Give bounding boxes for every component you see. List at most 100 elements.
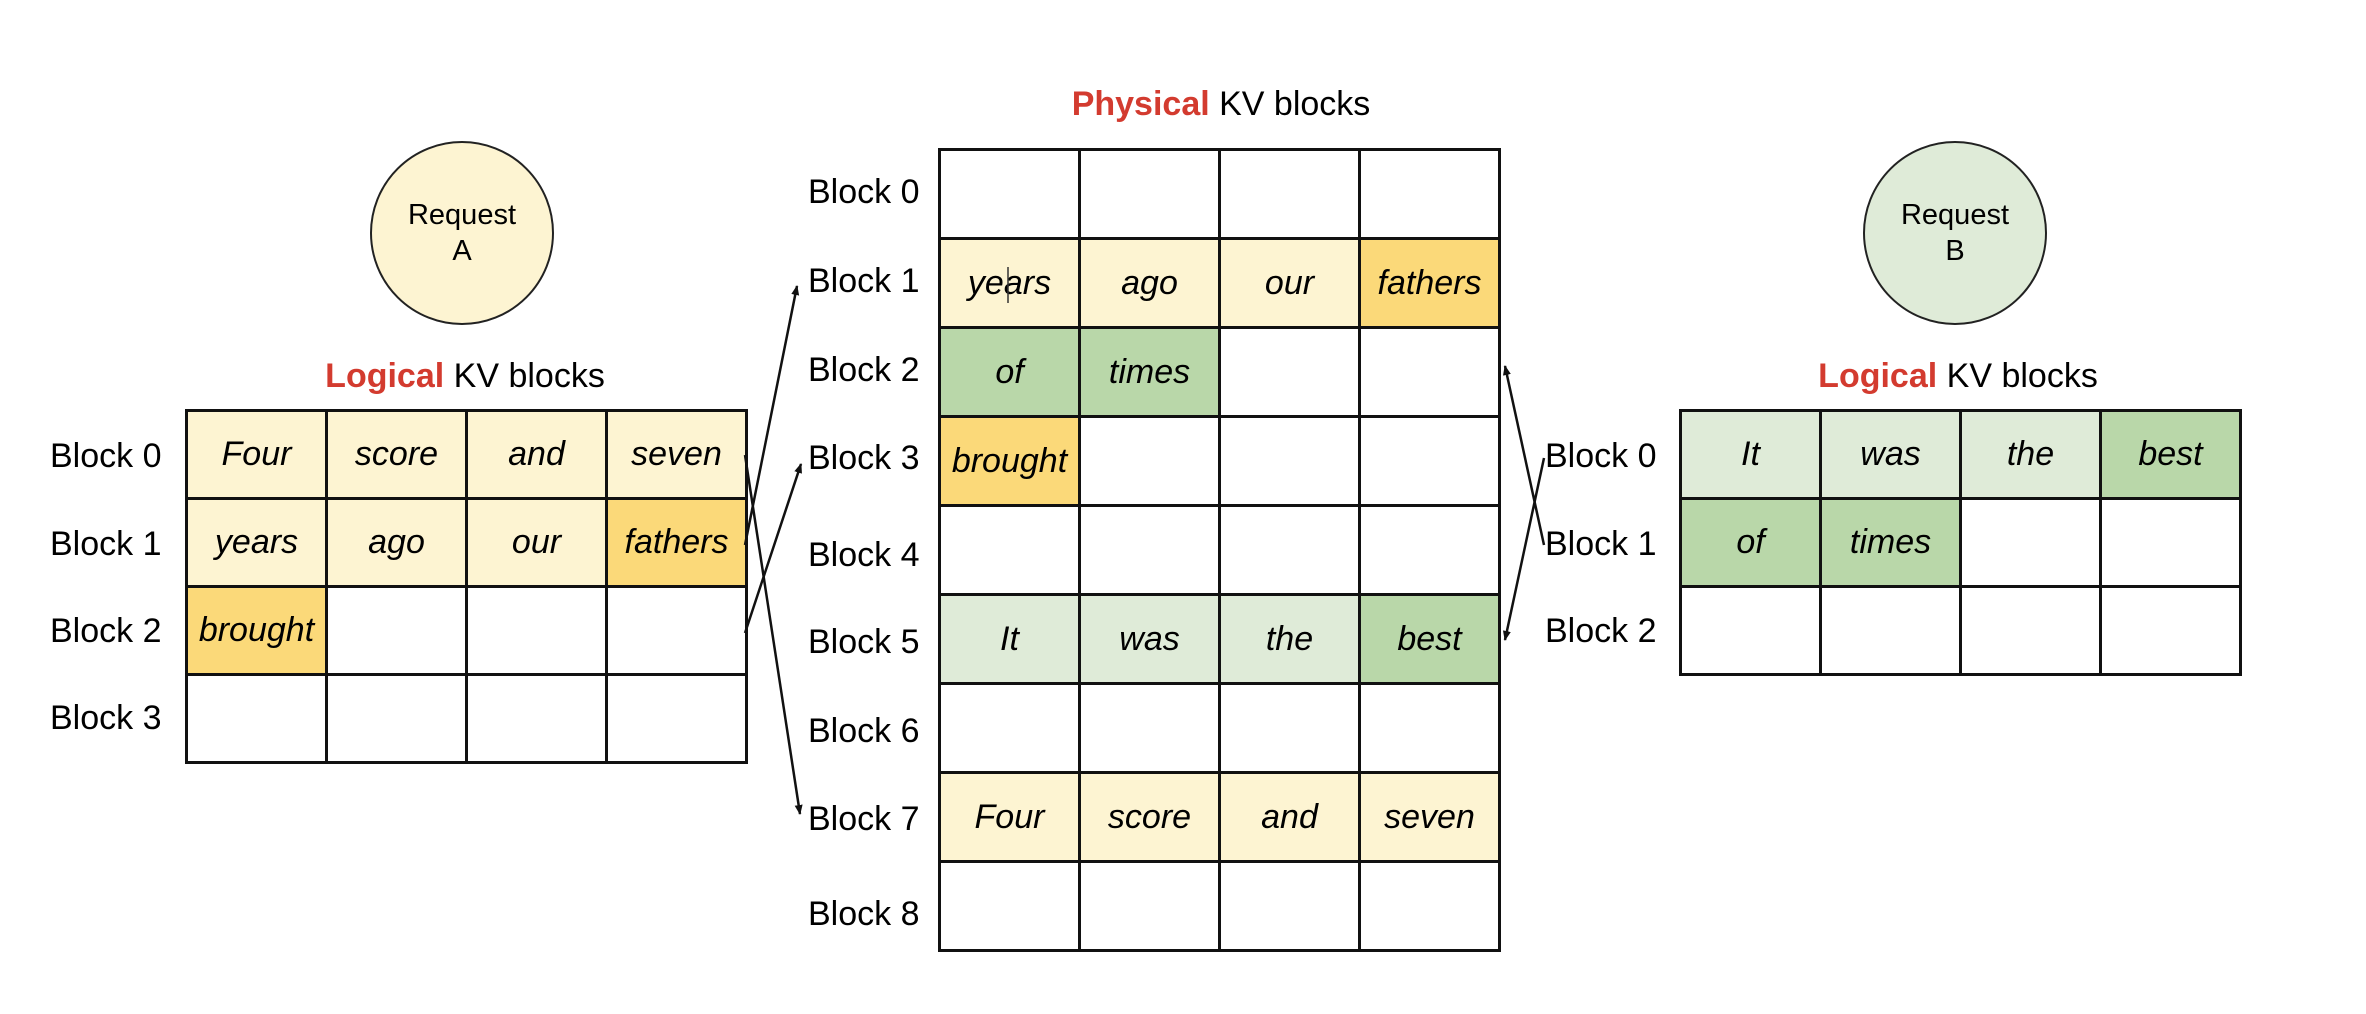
kv-slot [1081,685,1221,774]
kv-slot [1081,863,1221,952]
physical-row-label: Block 7 [808,800,920,838]
kv-slot [1361,418,1501,507]
kv-slot: seven [1361,774,1501,863]
logical-b-title-accent: Logical [1818,357,1938,395]
kv-slot: of [1682,500,1822,588]
kv-slot [188,676,328,764]
kv-slot: the [1221,596,1361,685]
kv-slot: brought [941,418,1081,507]
kv-slot [1081,151,1221,240]
kv-slot [1221,685,1361,774]
kv-slot [328,676,468,764]
map-b0-to-p5-arrow [1502,457,1546,641]
request-b-node: Request B [1863,141,2047,325]
logical-a-row-label: Block 2 [50,612,162,650]
kv-slot [941,863,1081,952]
kv-slot [941,151,1081,240]
kv-slot: score [1081,774,1221,863]
kv-slot [2102,588,2242,676]
physical-kv-grid: years ago our fathers of times brought I… [938,148,1501,952]
kv-slot [468,588,608,676]
physical-title-accent: Physical [1071,85,1210,123]
kv-slot [1361,863,1501,952]
kv-slot [1822,588,1962,676]
kv-slot: times [1822,500,1962,588]
physical-row-label: Block 4 [808,536,920,574]
physical-row-label: Block 0 [808,173,920,211]
logical-b-row-label: Block 0 [1545,437,1657,475]
kv-slot [1081,418,1221,507]
kv-slot [608,676,748,764]
kv-slot: our [468,500,608,588]
logical-b-kv-grid: It was the best of times [1679,409,2242,676]
kv-slot [608,588,748,676]
kv-slot: best [1361,596,1501,685]
kv-slot [1361,507,1501,596]
kv-slot: our [1221,240,1361,329]
kv-slot: seven [608,412,748,500]
kv-slot: brought [188,588,328,676]
map-a1-to-p1-arrow [743,285,800,546]
physical-row-label: Block 6 [808,712,920,750]
kv-slot: was [1822,412,1962,500]
logical-a-kv-grid: Four score and seven years ago our fathe… [185,409,748,764]
kv-slot [1361,685,1501,774]
kv-slot: It [1682,412,1822,500]
kv-slot [1221,329,1361,418]
physical-row-label: Block 8 [808,895,920,933]
request-b-label-line1: Request [1900,199,2009,231]
kv-slot [941,507,1081,596]
request-a-label-line2: A [452,235,472,267]
request-a-node: Request A [370,141,554,325]
kv-slot: times [1081,329,1221,418]
logical-b-kv-blocks-title: Logical KV blocks [1818,357,2098,396]
kv-slot [468,676,608,764]
logical-a-row-label: Block 1 [50,525,162,563]
kv-slot: score [328,412,468,500]
request-a-label-line1: Request [407,199,516,231]
kv-slot [1221,418,1361,507]
physical-row-label: Block 5 [808,623,920,661]
logical-a-title-rest: KV blocks [444,357,605,395]
logical-a-kv-blocks-title: Logical KV blocks [325,357,605,396]
logical-b-title-rest: KV blocks [1937,357,2098,395]
kv-slot: and [1221,774,1361,863]
kv-slot [1221,507,1361,596]
physical-kv-blocks-title: Physical KV blocks [1072,85,1371,124]
kv-slot: of [941,329,1081,418]
kv-slot: years [188,500,328,588]
kv-slot: years [941,240,1081,329]
kv-slot [1962,588,2102,676]
physical-title-rest: KV blocks [1209,85,1371,123]
kv-slot: fathers [1361,240,1501,329]
logical-a-row-label: Block 3 [50,699,162,737]
kv-slot: It [941,596,1081,685]
kv-slot: Four [188,412,328,500]
physical-row-label: Block 1 [808,262,920,300]
kv-slot [1962,500,2102,588]
kv-slot: Four [941,774,1081,863]
request-b-label-line2: B [1945,235,1965,267]
kv-slot: the [1962,412,2102,500]
logical-b-row-label: Block 2 [1545,612,1657,650]
kv-slot [1081,507,1221,596]
kv-slot: fathers [608,500,748,588]
kv-slot [1221,151,1361,240]
kv-slot [1361,329,1501,418]
logical-a-row-label: Block 0 [50,437,162,475]
logical-a-title-accent: Logical [325,357,445,395]
kv-slot [2102,500,2242,588]
physical-row-label: Block 3 [808,439,920,477]
kv-slot [328,588,468,676]
map-b1-to-p2-arrow [1503,365,1546,546]
kv-slot: and [468,412,608,500]
kv-slot: was [1081,596,1221,685]
map-a0-to-p7-arrow [743,454,803,815]
kv-slot: ago [1081,240,1221,329]
physical-row-label: Block 2 [808,351,920,389]
map-a2-to-p3-arrow [743,463,803,634]
logical-b-row-label: Block 1 [1545,525,1657,563]
kv-slot: ago [328,500,468,588]
kv-slot: best [2102,412,2242,500]
